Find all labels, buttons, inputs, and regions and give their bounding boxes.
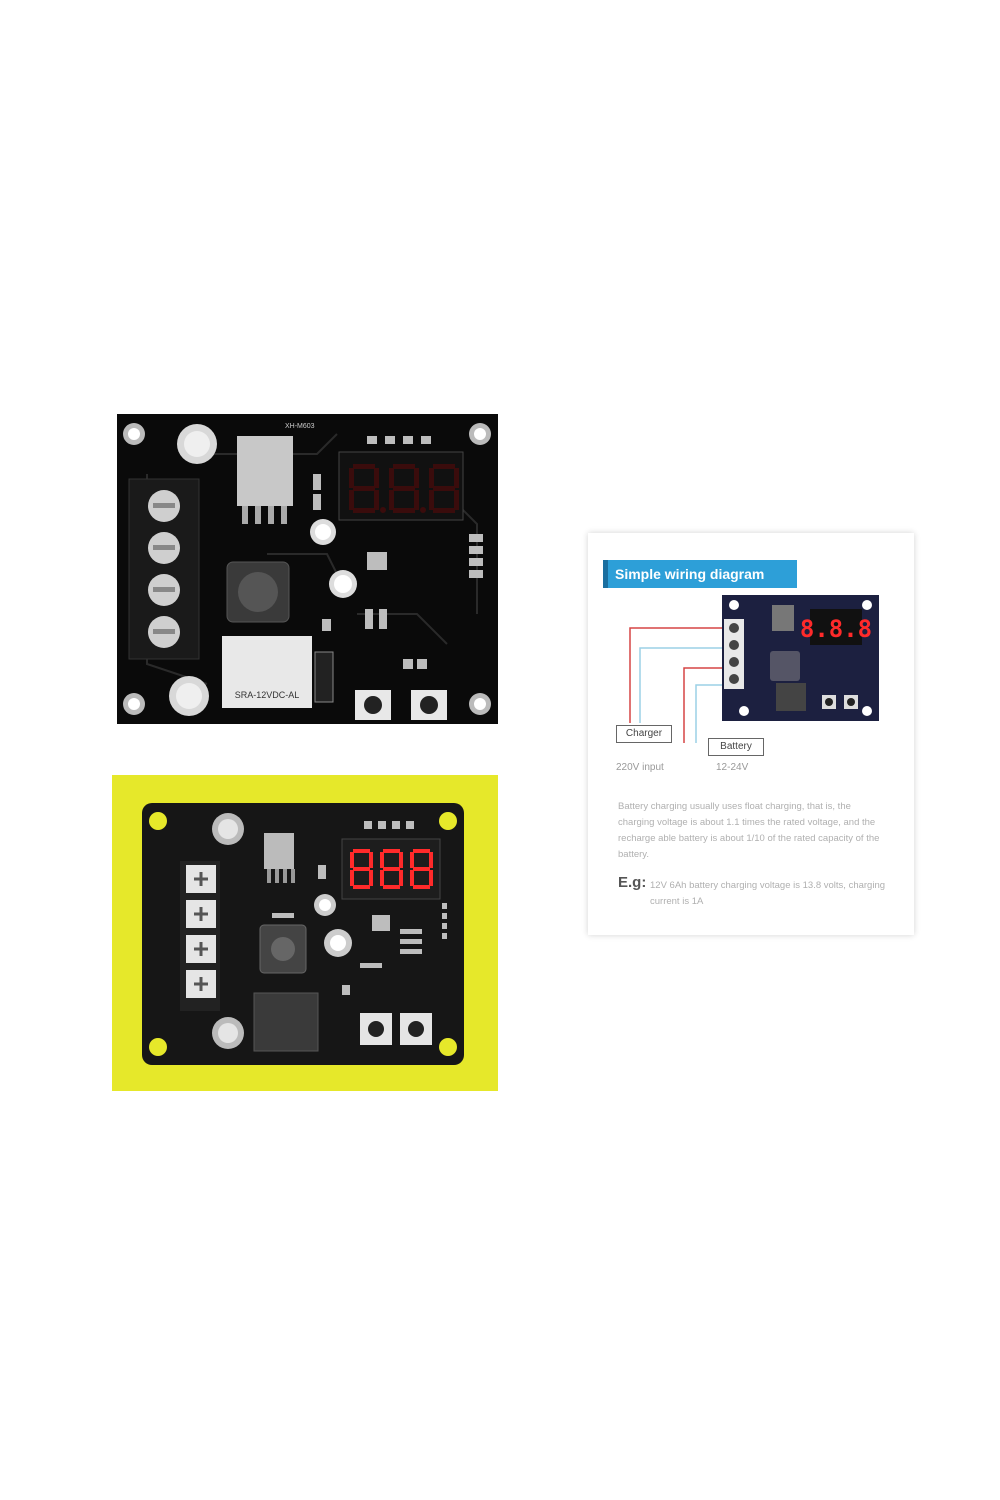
yellow-product-box: [112, 775, 498, 1091]
charger-sublabel: 220V input: [616, 762, 664, 773]
diagram-display-digits: 8.8.8: [800, 615, 872, 643]
wiring-diagram-card: Simple wiring diagram 8.8.8 Charger 220V…: [588, 533, 914, 935]
relay-label: SRA-12VDC-AL: [235, 690, 300, 700]
wiring-lines: [629, 627, 728, 743]
push-buttons: [355, 690, 447, 720]
charger-label: Charger: [616, 725, 672, 743]
terminal-screws: [148, 490, 180, 648]
example-text: 12V 6Ah battery charging voltage is 13.8…: [650, 880, 886, 907]
diagram-pcb-image: 8.8.8: [722, 595, 879, 721]
battery-sublabel: 12-24V: [716, 762, 749, 773]
box-printed-board: [142, 803, 464, 1065]
charging-description: Battery charging usually uses float char…: [618, 801, 880, 860]
example-label: E.g:: [618, 874, 647, 891]
battery-label: Battery: [708, 738, 764, 756]
seven-seg-display: [349, 464, 459, 513]
box-board-drawing: [149, 812, 457, 1056]
wiring-diagram-title: Simple wiring diagram: [603, 560, 797, 588]
mounting-holes: [123, 423, 491, 715]
box-seven-seg-display: [350, 849, 433, 889]
board-model-label: XH-M603: [285, 423, 315, 430]
black-pcb-board: SRA-12VDC-AL: [117, 414, 498, 724]
black-pcb-drawing: SRA-12VDC-AL: [123, 423, 491, 720]
